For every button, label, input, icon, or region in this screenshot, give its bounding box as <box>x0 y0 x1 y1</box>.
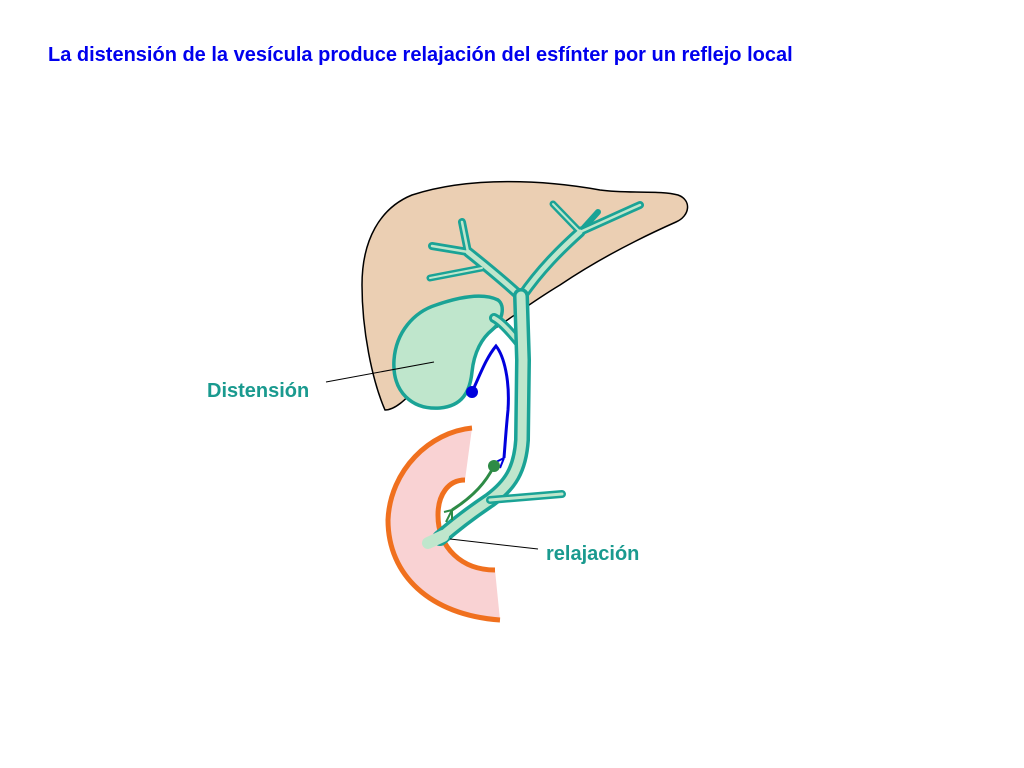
sphincter <box>422 530 449 549</box>
pancreatic-duct-lumen <box>488 492 564 502</box>
relaxation-label: relajación <box>546 543 639 565</box>
slide-title: La distensión de la vesícula produce rel… <box>48 44 793 66</box>
afferent-nerve-receptor <box>466 386 478 398</box>
afferent-nerve <box>470 343 510 459</box>
gallbladder <box>392 294 504 410</box>
duodenum-outer-wall <box>385 425 501 623</box>
efferent-nerve-terminal <box>443 509 453 523</box>
right-hepatic-duct <box>426 218 526 302</box>
duodenum <box>388 428 500 620</box>
left-hepatic-duct <box>516 200 644 302</box>
efferent-nerve <box>451 465 496 512</box>
relaxation-leader-line <box>449 538 539 550</box>
distension-label: Distensión <box>207 380 309 402</box>
distension-leader-line <box>325 361 435 383</box>
duodenum-inner-wall <box>435 477 496 573</box>
